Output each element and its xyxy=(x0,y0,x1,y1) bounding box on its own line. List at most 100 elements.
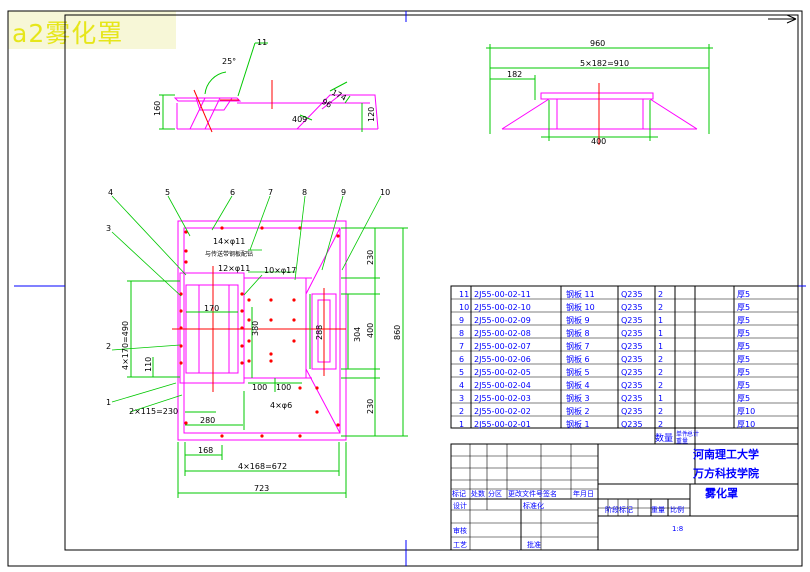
parts-cell-name: 钢板 1 xyxy=(566,419,590,429)
hole-label-d: 4×φ6 xyxy=(270,401,292,410)
parts-cell-qty: 1 xyxy=(658,342,663,351)
tb-drawing-name: 雾化罩 xyxy=(704,486,738,500)
parts-cell-note: 厚5 xyxy=(737,303,750,312)
header-unit-weight: 单件 xyxy=(676,430,688,438)
parts-cell-mat: Q235 xyxy=(621,303,643,312)
tb-stage-mark: 阶段标记 xyxy=(605,505,633,514)
parts-cell-name: 钢板 4 xyxy=(566,380,590,390)
dim-170: 170 xyxy=(204,304,219,313)
tb-sign: 签名 xyxy=(543,489,557,498)
parts-cell-note: 厚5 xyxy=(737,316,750,325)
parts-cell-name: 钢板 10 xyxy=(566,302,595,312)
parts-cell-name: 钢板 5 xyxy=(566,367,590,377)
tb-college: 万方科技学院 xyxy=(692,466,759,480)
parts-cell-mat: Q235 xyxy=(621,368,643,377)
parts-cell-qty: 2 xyxy=(658,420,663,429)
dim-723: 723 xyxy=(254,484,269,493)
right-view-pitch: 5×182=910 xyxy=(580,59,629,68)
tb-school: 河南理工大学 xyxy=(693,447,759,461)
parts-cell-no: 6 xyxy=(459,355,464,364)
parts-cell-name: 钢板 8 xyxy=(566,328,590,338)
parts-cell-mat: Q235 xyxy=(621,420,643,429)
parts-cell-code: 2J55-00-02-01 xyxy=(474,420,531,429)
dim-2x115: 2×115=230 xyxy=(129,407,178,416)
dim-100a: 100 xyxy=(252,383,267,392)
parts-cell-mat: Q235 xyxy=(621,381,643,390)
parts-cell-code: 2J55-00-02-04 xyxy=(474,381,531,390)
callout-9: 9 xyxy=(341,188,346,197)
parts-cell-mat: Q235 xyxy=(621,355,643,364)
parts-cell-qty: 2 xyxy=(658,303,663,312)
top-view-callout: 11 xyxy=(257,38,267,47)
parts-cell-note: 厚5 xyxy=(737,394,750,403)
tb-ratio: 比例 xyxy=(670,505,684,514)
parts-cell-no: 7 xyxy=(459,342,464,351)
parts-cell-code: 2J55-00-02-11 xyxy=(474,290,531,299)
title-block: 标记 处数 分区 更改文件号 签名 年月日 设计 标准化 审核 工艺 批准 阶段… xyxy=(450,443,799,551)
callout-6: 6 xyxy=(230,188,235,197)
callout-1: 1 xyxy=(106,398,111,407)
parts-cell-qty: 2 xyxy=(658,368,663,377)
top-view-w3: 409 xyxy=(292,115,307,124)
tb-design: 设计 xyxy=(453,501,467,510)
parts-cell-mat: Q235 xyxy=(621,394,643,403)
top-view-height: 160 xyxy=(153,101,162,116)
parts-cell-no: 9 xyxy=(459,316,464,325)
dim-288: 288 xyxy=(315,325,324,340)
parts-cell-qty: 1 xyxy=(658,316,663,325)
parts-cell-name: 钢板 6 xyxy=(566,354,590,364)
parts-cell-name: 钢板 11 xyxy=(566,289,595,299)
dim-100b: 100 xyxy=(276,383,291,392)
right-view-overall: 960 xyxy=(590,39,605,48)
center-marks xyxy=(14,11,806,566)
dim-400: 400 xyxy=(366,323,375,338)
callout-7: 7 xyxy=(268,188,273,197)
parts-cell-no: 10 xyxy=(459,303,469,312)
tb-std: 标准化 xyxy=(523,501,544,510)
hole-label-b: 12×φ11 xyxy=(218,264,250,273)
tb-review: 审核 xyxy=(453,526,467,535)
parts-cell-note: 厚10 xyxy=(737,407,755,416)
tb-count: 处数 xyxy=(471,489,485,498)
parts-cell-qty: 2 xyxy=(658,381,663,390)
parts-cell-mat: Q235 xyxy=(621,342,643,351)
parts-cell-note: 厚10 xyxy=(737,420,755,429)
parts-cell-name: 钢板 9 xyxy=(566,315,590,325)
tb-scale: 1:8 xyxy=(672,525,683,533)
tb-approve: 批准 xyxy=(527,540,541,549)
tb-date: 年月日 xyxy=(573,489,594,498)
callout-4: 4 xyxy=(108,188,113,197)
parts-cell-no: 8 xyxy=(459,329,464,338)
parts-cell-code: 2J55-00-02-06 xyxy=(474,355,531,364)
drawing-title-banner: a2雾化罩 xyxy=(8,11,176,49)
dim-110: 110 xyxy=(144,357,153,372)
top-view: 25° 11 160 120 174 96 409 xyxy=(153,38,379,133)
tb-weight: 重量 xyxy=(651,506,665,514)
parts-cell-note: 厚5 xyxy=(737,329,750,338)
parts-cell-no: 4 xyxy=(459,381,464,390)
parts-cell-qty: 2 xyxy=(658,290,663,299)
parts-cell-qty: 2 xyxy=(658,407,663,416)
header-total-weight: 总计 xyxy=(687,430,699,438)
drawing-title: a2雾化罩 xyxy=(12,19,124,48)
parts-cell-code: 2J55-00-02-03 xyxy=(474,394,531,403)
callout-2: 2 xyxy=(106,342,111,351)
parts-cell-note: 厚5 xyxy=(737,355,750,364)
dim-304: 304 xyxy=(353,327,362,342)
dim-860: 860 xyxy=(393,325,402,340)
parts-cell-code: 2J55-00-02-08 xyxy=(474,329,531,338)
right-view-first: 182 xyxy=(507,70,522,79)
parts-cell-code: 2J55-00-02-02 xyxy=(474,407,531,416)
parts-cell-mat: Q235 xyxy=(621,290,643,299)
top-view-angle: 25° xyxy=(222,57,236,66)
dim-280: 280 xyxy=(200,416,215,425)
parts-cell-name: 钢板 2 xyxy=(566,406,590,416)
corner-arrow xyxy=(768,14,797,24)
parts-cell-no: 1 xyxy=(459,420,464,429)
parts-cell-mat: Q235 xyxy=(621,329,643,338)
parts-cell-code: 2J55-00-02-09 xyxy=(474,316,531,325)
top-view-w2: 96 xyxy=(320,97,333,110)
parts-cell-note: 厚5 xyxy=(737,342,750,351)
tb-process: 工艺 xyxy=(453,541,467,549)
